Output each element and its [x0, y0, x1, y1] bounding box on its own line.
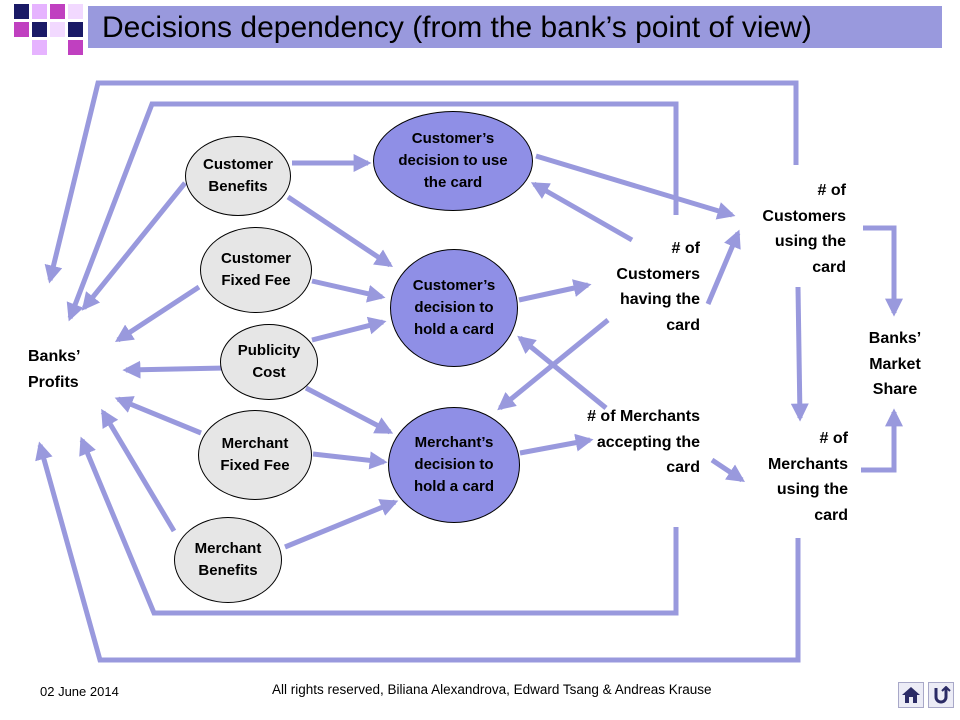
arrow-benefits-to-hold-decision: [286, 194, 393, 268]
return-button[interactable]: [928, 682, 954, 708]
merchant-hold-decision-node: Merchant’s decision to hold a card: [388, 407, 520, 523]
arrow-merchant-fee-to-merchant-decision: [312, 451, 388, 470]
arrow-customers-using-to-merchants-using: [790, 286, 809, 422]
deco-square-6: [32, 22, 47, 37]
arrow-top-outer-loop: [44, 80, 799, 284]
publicity-cost-label: Publicity Cost: [237, 342, 301, 381]
merchants-accepting-label: # of Merchants accepting the card: [587, 408, 700, 476]
deco-square-8: [68, 22, 83, 37]
home-button[interactable]: [898, 682, 924, 708]
arrow-customer-fixed-fee-to-profits: [114, 284, 201, 343]
merchants-using-label: # of Merchants using the card: [767, 430, 848, 524]
customers-using-label: # of Customers using the card: [762, 182, 846, 276]
merchant-hold-decision-label: Merchant’s decision to hold a card: [413, 434, 495, 495]
merchant-benefits-label: Merchant Benefits: [194, 540, 262, 579]
customer-use-decision-node: Customer’s decision to use the card: [373, 111, 533, 211]
customer-benefits-node: Customer Benefits: [185, 136, 291, 216]
deco-square-1: [14, 4, 29, 19]
banks-market-share-label: Banks’ Market Share: [868, 330, 922, 398]
page-title: Decisions dependency (from the bank’s po…: [102, 11, 812, 44]
arrow-merchant-benefits-to-merchant-decision: [284, 499, 399, 550]
arrow-publicity-to-profits: [122, 360, 226, 379]
arrow-bottom-outer-loop: [35, 441, 801, 663]
deco-square-4: [68, 4, 83, 19]
deco-square-2: [32, 4, 47, 19]
customer-hold-decision-label: Customer’s decision to hold a card: [412, 277, 496, 338]
arrow-publicity-to-hold-decision: [311, 316, 387, 343]
arrow-merchant-decision-to-merchants-accepting: [519, 433, 594, 456]
merchant-fixed-fee-label: Merchant Fixed Fee: [220, 435, 290, 474]
arrow-bottom-inner-loop: [79, 436, 679, 616]
arrow-customers-having-to-customers-using: [705, 229, 741, 305]
arrow-customers-having-to-merchant-decision: [497, 318, 610, 411]
arrow-customer-benefits-to-profits: [81, 181, 187, 311]
arrow-merchant-fixed-fee-to-profits: [114, 396, 202, 436]
home-icon: [902, 687, 920, 703]
footer-copyright: All rights reserved, Biliana Alexandrova…: [272, 682, 712, 697]
arrow-merchants-accepting-to-merchants-using: [710, 457, 745, 483]
merchant-benefits-node: Merchant Benefits: [174, 517, 282, 603]
arrow-merchants-accepting-to-hold-decision: [517, 335, 608, 410]
customer-fixed-fee-label: Customer Fixed Fee: [220, 250, 291, 289]
arrow-merchants-using-to-market-share: [861, 408, 903, 473]
arrow-use-decision-to-customers-using: [535, 153, 736, 220]
customer-benefits-label: Customer Benefits: [202, 156, 273, 195]
title-bar: [88, 6, 942, 48]
customer-fixed-fee-node: Customer Fixed Fee: [200, 227, 312, 313]
customers-having-label: # of Customers having the card: [616, 240, 700, 334]
deco-square-3: [50, 4, 65, 19]
deco-square-5: [14, 22, 29, 37]
publicity-cost-node: Publicity Cost: [220, 324, 318, 400]
arrow-customers-having-to-use-decision: [530, 181, 634, 243]
customer-use-decision-label: Customer’s decision to use the card: [398, 130, 508, 191]
banks-profits-label: Banks’ Profits: [28, 348, 80, 391]
return-icon: [934, 686, 951, 704]
arrow-customers-using-to-market-share: [863, 225, 903, 317]
deco-square-10: [68, 40, 83, 55]
arrow-hold-decision-to-customers-having: [518, 279, 592, 303]
deco-square-7: [50, 22, 65, 37]
deco-square-9: [32, 40, 47, 55]
footer-date: 02 June 2014: [40, 684, 119, 699]
arrow-top-inner-loop: [66, 101, 679, 322]
customer-hold-decision-node: Customer’s decision to hold a card: [390, 249, 518, 367]
arrow-publicity-to-merchant-decision: [304, 385, 394, 435]
merchant-fixed-fee-node: Merchant Fixed Fee: [198, 410, 312, 500]
arrow-merchant-benefits-to-profits: [100, 408, 177, 533]
arrow-fixed-fee-to-hold-decision: [311, 278, 386, 303]
